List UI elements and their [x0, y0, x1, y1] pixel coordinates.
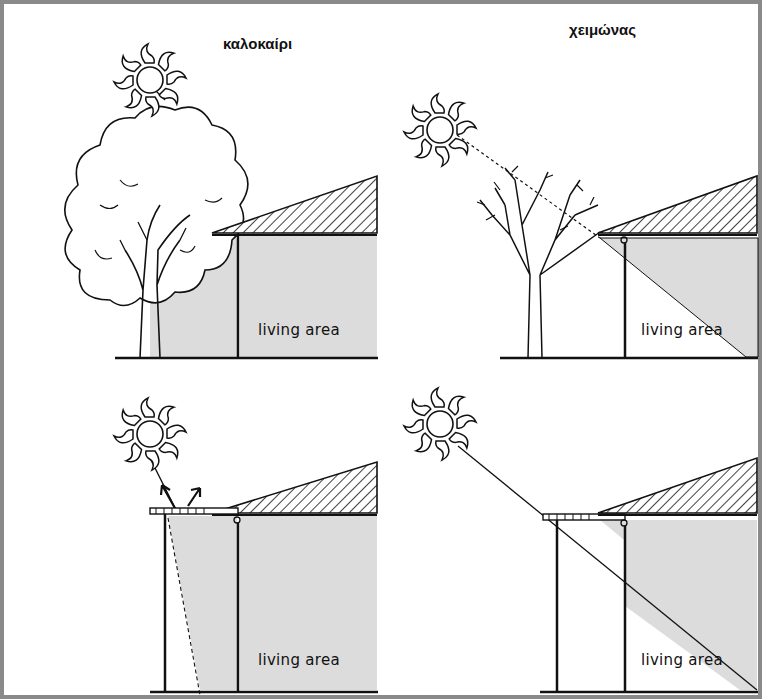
summer-pergola-panel	[114, 398, 378, 695]
season-heading: χειμώνας	[569, 22, 636, 39]
winter-pergola-panel	[404, 388, 758, 692]
room-label: living area	[641, 322, 723, 339]
season-heading: καλοκαίρι	[223, 36, 292, 53]
room-label: living area	[641, 652, 723, 669]
room-label: living area	[258, 322, 340, 339]
room-label: living area	[258, 652, 340, 669]
winter-tree-panel	[404, 94, 758, 358]
summer-tree-panel	[65, 44, 378, 358]
